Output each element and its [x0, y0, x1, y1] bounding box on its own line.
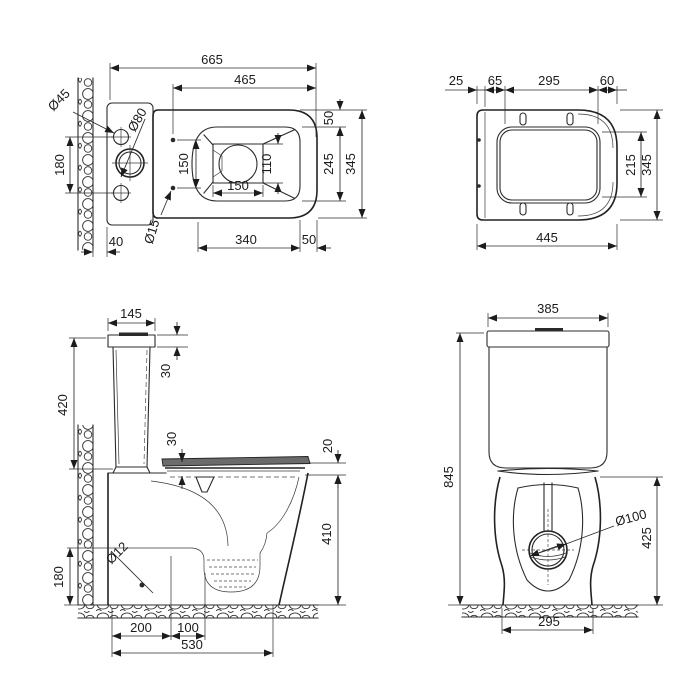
- plan-dim-345-label: 345: [343, 153, 358, 175]
- side-dim-420: 420: [55, 337, 113, 470]
- side-dim-180-label: 180: [51, 566, 66, 588]
- plan-dim-40: 40: [81, 227, 123, 257]
- side-dim-410-label: 410: [319, 523, 334, 545]
- bowl-outline: [152, 109, 318, 219]
- side-dim-145: 145: [107, 306, 156, 331]
- front-dim-295: 295: [501, 608, 594, 634]
- side-dim-145-label: 145: [120, 306, 142, 321]
- plan-dia-80-label: Ø80: [124, 105, 149, 134]
- side-dim-30-seat-label: 30: [164, 432, 179, 446]
- side-dim-20-label: 20: [320, 439, 335, 453]
- plan-dim-150-spot: 150: [212, 178, 264, 197]
- seat-dims-top: 25 65 295 60: [445, 73, 627, 124]
- plan-dim-665: 665: [109, 52, 317, 137]
- plan-dim-340-label: 340: [235, 232, 257, 247]
- front-dia-100-label: Ø100: [614, 506, 649, 529]
- wall-hatch: [77, 77, 94, 251]
- plan-dim-345: 345: [318, 110, 367, 219]
- seat-dim-25-label: 25: [449, 73, 463, 88]
- seat-dim-60-label: 60: [600, 73, 614, 88]
- view-side: 145 30 420 30 20: [51, 306, 346, 657]
- seat-dim-65-label: 65: [488, 73, 502, 88]
- side-dims-bottom: 200 100 530: [111, 556, 274, 657]
- floor-hatch-side: [77, 604, 319, 619]
- outlet-hole: [112, 145, 148, 181]
- plan-dim-110: 110: [259, 133, 283, 194]
- plan-dim-150-fixing: 150: [176, 139, 201, 189]
- seat-fixing-point: [170, 137, 176, 143]
- plan-dim-50-front-label: 50: [302, 232, 316, 247]
- plan-dim-50-front: 50: [302, 220, 331, 252]
- plan-dim-50-rear-label: 50: [321, 111, 336, 125]
- floor-hatch-front: [461, 604, 639, 618]
- plan-dim-340: 340: [197, 220, 301, 252]
- plan-dim-245: 245: [302, 127, 346, 202]
- seat-lid-side: [161, 456, 311, 472]
- plan-dim-150-fixing-label: 150: [176, 153, 191, 175]
- front-dim-845-label: 845: [441, 466, 456, 488]
- side-dia-12: Ø12: [103, 539, 154, 594]
- plan-dim-180-label: 180: [52, 154, 67, 176]
- side-dim-200-label: 200: [130, 620, 152, 635]
- seat-outline: [476, 109, 618, 221]
- bowl-inner-projection: [203, 129, 295, 199]
- side-dim-100-label: 100: [177, 620, 199, 635]
- seat-dim-445-label: 445: [536, 230, 558, 245]
- seat-opening-inner: [499, 129, 598, 201]
- side-dim-420-label: 420: [55, 394, 70, 416]
- side-dim-20: 20: [305, 439, 346, 488]
- plan-dim-465: 465: [172, 72, 316, 134]
- side-dim-410: 410: [318, 475, 346, 606]
- view-seat-top: 25 65 295 60 215 345 445: [445, 73, 663, 250]
- front-dim-425-label: 425: [639, 527, 654, 549]
- plan-dim-245-label: 245: [321, 153, 336, 175]
- plan-dim-40-label: 40: [109, 234, 123, 249]
- plan-dia-15-label: Ø15: [141, 218, 163, 246]
- front-dim-845: 845: [441, 332, 484, 606]
- cistern-front: [486, 328, 610, 469]
- cistern-side: [107, 332, 167, 474]
- side-dim-30-lid: 30: [157, 322, 188, 378]
- seat-fixing-point: [170, 185, 176, 191]
- water-level: [207, 559, 258, 588]
- plan-dia-15: Ø15: [141, 190, 172, 246]
- plan-dim-665-label: 665: [201, 52, 223, 67]
- view-front: 385 845 425 295 Ø100: [441, 301, 663, 634]
- view-plan-top: 665 465 50 245 345 150: [45, 52, 367, 257]
- front-dim-295-label: 295: [538, 614, 560, 629]
- outlet-pipe-outer: [528, 530, 568, 570]
- seat-dim-215-label: 215: [623, 154, 638, 176]
- front-dim-425: 425: [600, 476, 663, 606]
- seat-dim-295-label: 295: [538, 73, 560, 88]
- side-dim-180: 180: [51, 548, 78, 606]
- seat-dim-345: 345: [620, 109, 663, 221]
- seat-opening-outer: [496, 126, 601, 204]
- seat-dim-345-label: 345: [639, 154, 654, 176]
- plan-dia-80: Ø80: [120, 105, 150, 178]
- side-dia-12-label: Ø12: [103, 539, 131, 567]
- seat-edge-front: [497, 467, 599, 476]
- bowl-front: [493, 476, 602, 606]
- plan-dim-50-rear: 50: [300, 99, 367, 138]
- plan-dia-45-label: Ø45: [45, 86, 73, 114]
- hinge-slots: [519, 112, 574, 216]
- bowl-side: [67, 472, 309, 606]
- wall-fixing-holes: [111, 127, 131, 203]
- plan-dim-465-label: 465: [234, 72, 256, 87]
- side-dim-530-label: 530: [181, 637, 203, 652]
- plan-dim-110-label: 110: [259, 154, 274, 175]
- wall-hatch-side: [77, 424, 94, 606]
- seat-dim-215: 215: [602, 131, 647, 198]
- seat-dim-445: 445: [476, 224, 618, 250]
- front-dim-385: 385: [487, 301, 609, 327]
- front-dim-385-label: 385: [537, 301, 559, 316]
- side-dim-30-seat: 30: [164, 432, 186, 489]
- plan-dim-180: 180: [52, 136, 114, 194]
- plan-dim-150-spot-label: 150: [227, 178, 249, 193]
- side-dim-30-lid-label: 30: [158, 364, 173, 378]
